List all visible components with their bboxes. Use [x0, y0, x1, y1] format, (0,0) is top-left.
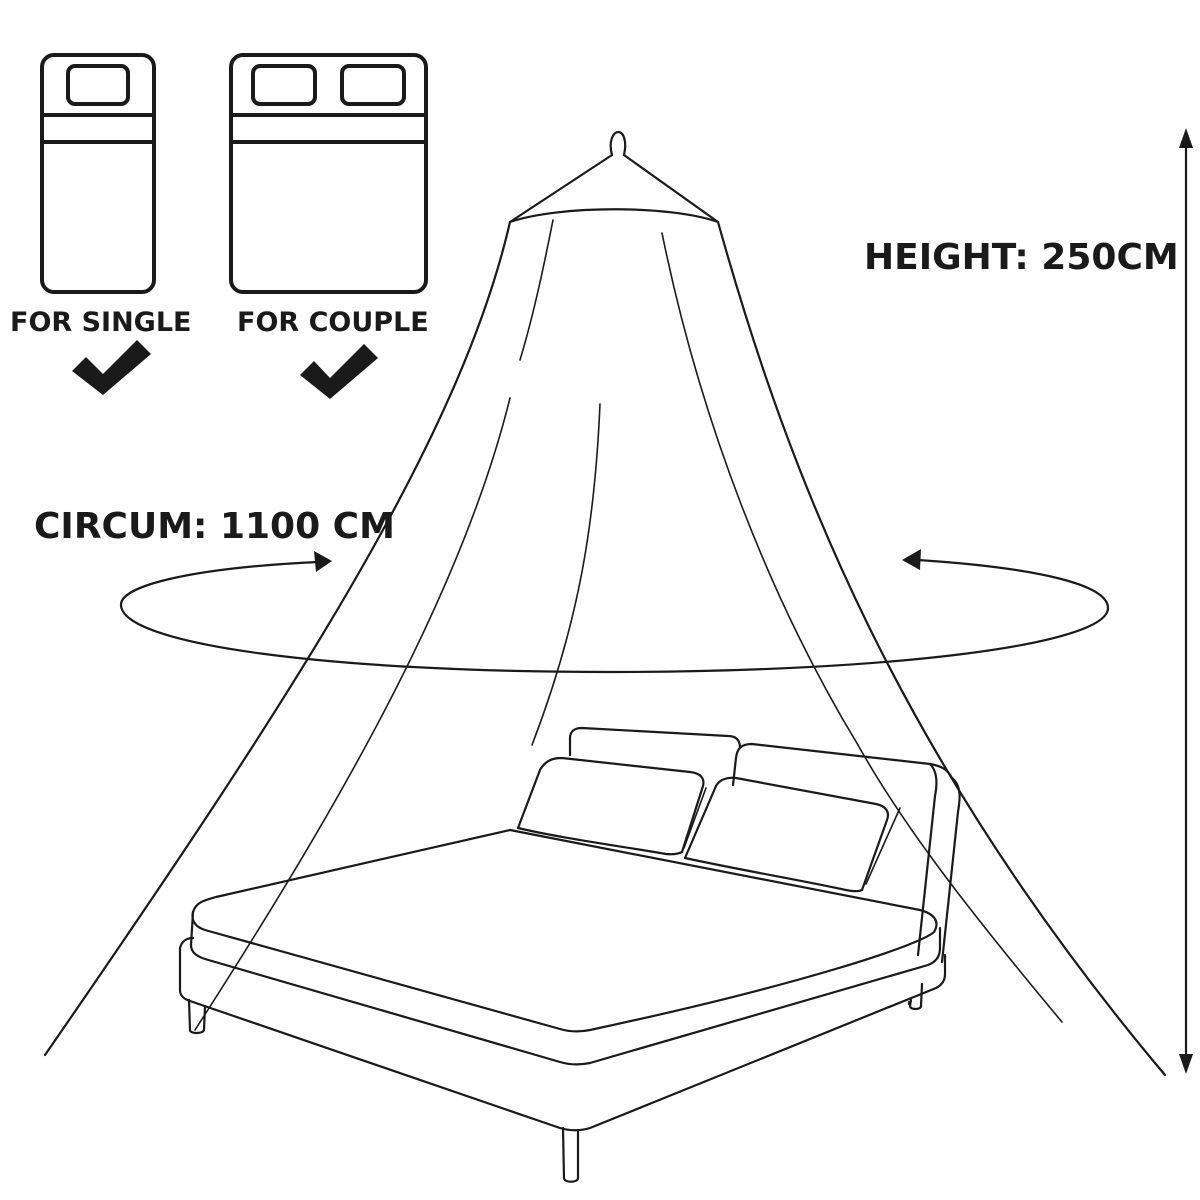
mosquito-net-icon: [43, 130, 1167, 1077]
circumference-arrow-icon: [119, 549, 1110, 674]
double-bed-icon: [229, 53, 428, 294]
label-circumference: CIRCUM: 1100 CM: [34, 506, 395, 547]
checkmark-couple-icon: [300, 344, 378, 399]
checkmark-single-icon: [72, 340, 151, 395]
height-arrow-icon: [1179, 128, 1193, 1074]
label-for-single: FOR SINGLE: [10, 307, 192, 338]
single-bed-icon: [40, 53, 156, 294]
label-for-couple: FOR COUPLE: [237, 307, 429, 338]
label-height: HEIGHT: 250CM: [864, 237, 1179, 278]
bed-icon: [178, 726, 961, 1183]
